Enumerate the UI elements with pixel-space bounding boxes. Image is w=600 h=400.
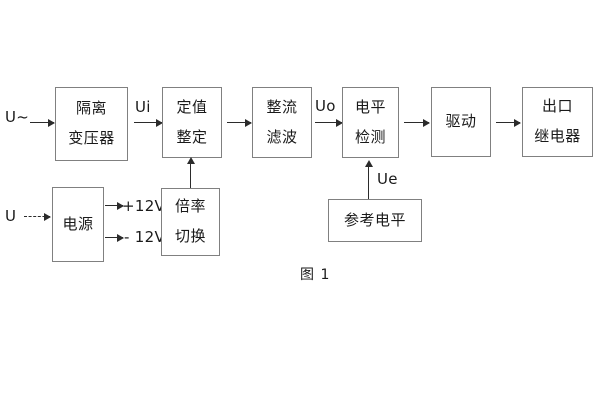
- block-rectify-filter: 整流 滤波: [252, 87, 312, 158]
- block-setting-value-line-1: 定值: [176, 97, 208, 116]
- block-level-detection-line-1: 电平: [354, 97, 386, 116]
- arrow-level-detection-to-drive: [404, 119, 430, 127]
- arrow-rectify-filter-to-level-detection: [315, 119, 343, 127]
- arrow-input-ac-to-isolation-transformer: [30, 119, 55, 127]
- block-reference-level-line-1: 参考电平: [343, 210, 406, 229]
- block-level-detection-line-2: 检测: [354, 127, 386, 146]
- signal-ue-label: Ue: [377, 170, 398, 188]
- rail-negative-label: - 12V: [124, 228, 166, 246]
- arrow-power-supply-positive-rail: [105, 202, 124, 210]
- block-multiplier-switch: 倍率 切换: [161, 188, 220, 256]
- block-multiplier-switch-line-1: 倍率: [174, 197, 206, 216]
- figure-caption: 图 1: [300, 267, 331, 283]
- input-dc-label: U: [5, 207, 17, 225]
- block-rectify-filter-line-2: 滤波: [266, 127, 298, 146]
- arrow-drive-to-output-relay: [496, 119, 521, 127]
- signal-uo-label: Uo: [315, 97, 336, 115]
- block-rectify-filter-line-1: 整流: [266, 97, 298, 116]
- arrow-power-supply-negative-rail: [105, 234, 124, 242]
- arrow-reference-level-to-level-detection: [365, 160, 373, 199]
- block-power-supply: 电源: [52, 187, 104, 262]
- block-output-relay: 出口 继电器: [522, 87, 593, 157]
- arrow-input-dc-to-power-supply: [24, 213, 51, 221]
- block-multiplier-switch-line-2: 切换: [174, 227, 206, 245]
- arrow-isolation-transformer-to-setting-value: [134, 119, 163, 127]
- block-drive: 驱动: [431, 87, 491, 157]
- block-output-relay-line-1: 出口: [541, 97, 573, 116]
- block-isolation-transformer-line-2: 变压器: [68, 129, 115, 147]
- block-level-detection: 电平 检测: [342, 87, 399, 158]
- block-drive-line-1: 驱动: [445, 112, 477, 131]
- block-reference-level: 参考电平: [328, 199, 422, 242]
- block-power-supply-line-1: 电源: [62, 214, 94, 233]
- input-ac-label: U~: [5, 108, 30, 126]
- arrow-multiplier-switch-to-setting-value: [187, 157, 195, 188]
- block-setting-value: 定值 整定: [162, 87, 222, 158]
- rail-positive-label: +12V: [122, 197, 166, 215]
- signal-ui-label: Ui: [135, 98, 151, 116]
- block-output-relay-line-2: 继电器: [534, 127, 581, 145]
- arrow-setting-value-to-rectify-filter: [227, 119, 252, 127]
- block-isolation-transformer: 隔离 变压器: [55, 87, 128, 161]
- block-setting-value-line-2: 整定: [176, 127, 208, 146]
- block-isolation-transformer-line-1: 隔离: [75, 99, 107, 118]
